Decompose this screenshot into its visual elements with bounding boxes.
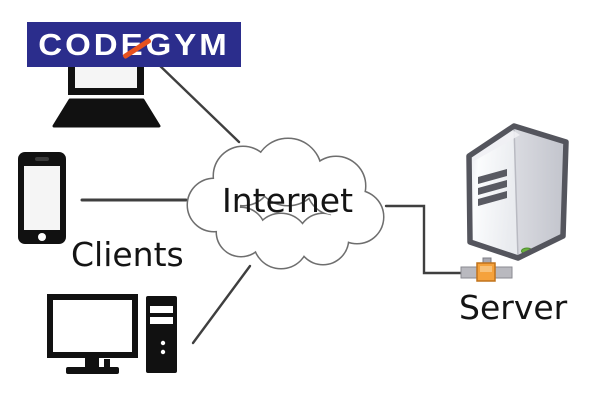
server-tower-icon bbox=[460, 123, 569, 282]
codegym-logo-text: CODEGYM bbox=[38, 27, 230, 62]
line-internet-server bbox=[384, 204, 465, 275]
line-desktop-internet bbox=[191, 264, 252, 345]
smartphone-icon bbox=[18, 152, 66, 244]
desktop-computer-icon bbox=[47, 294, 177, 374]
server-label: Server bbox=[459, 288, 568, 327]
internet-label: Internet bbox=[222, 181, 354, 220]
cloud-icon bbox=[186, 137, 385, 270]
connection-lines bbox=[80, 60, 465, 345]
server-network-connector bbox=[460, 257, 513, 282]
server-vents bbox=[478, 169, 507, 206]
codegym-logo: CODEGYM bbox=[27, 22, 241, 67]
clients-label: Clients bbox=[71, 235, 184, 274]
line-laptop-internet bbox=[154, 60, 241, 144]
